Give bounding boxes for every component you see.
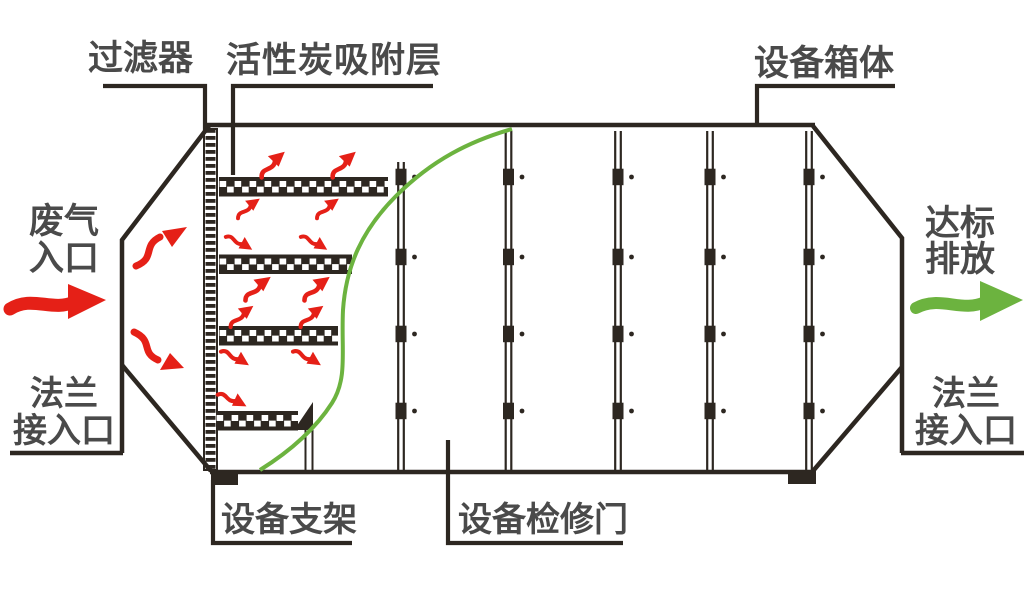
panel-seam xyxy=(803,131,825,470)
panel-seams xyxy=(395,131,825,470)
carbon-layer-2 xyxy=(219,254,352,274)
inlet-arrow xyxy=(3,284,106,319)
equipment-box-outline xyxy=(10,122,1024,475)
support-feet xyxy=(211,471,816,485)
label-outlet-line1: 达标 xyxy=(924,204,995,244)
panel-seam xyxy=(503,131,525,470)
label-support: 设备支架 xyxy=(221,500,357,540)
carbon-layers xyxy=(216,177,388,470)
panel-seam xyxy=(704,131,726,470)
label-flange-right-line2: 接入口 xyxy=(915,410,1017,451)
inlet-swirl-arrows xyxy=(130,227,187,370)
label-outlet: 达标 排放 xyxy=(908,206,1012,278)
carbon-layer-1 xyxy=(219,177,388,197)
green-flow-curve xyxy=(258,127,513,472)
label-inlet: 废气 入口 xyxy=(14,204,114,278)
carbon-layer-3 xyxy=(219,326,338,346)
label-carbon-layer: 活性炭吸附层 xyxy=(226,41,443,81)
panel-seam xyxy=(612,131,634,470)
label-inlet-line1: 废气 xyxy=(28,202,99,242)
filter-strip xyxy=(203,128,218,471)
label-access-door: 设备检修门 xyxy=(458,500,628,540)
outlet-arrow xyxy=(910,281,1023,321)
label-flange-left-line1: 法兰 xyxy=(30,374,98,414)
label-filter: 过滤器 xyxy=(88,39,194,79)
carbon-layer-4 xyxy=(216,402,314,470)
label-flange-right-line1: 法兰 xyxy=(932,374,1000,414)
label-pointer-lines xyxy=(103,83,895,546)
label-outlet-line2: 排放 xyxy=(924,240,995,280)
label-inlet-line2: 入口 xyxy=(28,239,99,279)
label-equipment-box: 设备箱体 xyxy=(754,44,895,84)
label-flange-left-line2: 接入口 xyxy=(13,410,115,451)
label-flange-left: 法兰 接入口 xyxy=(6,376,122,449)
panel-seam xyxy=(395,162,417,470)
label-flange-right: 法兰 接入口 xyxy=(908,376,1024,449)
